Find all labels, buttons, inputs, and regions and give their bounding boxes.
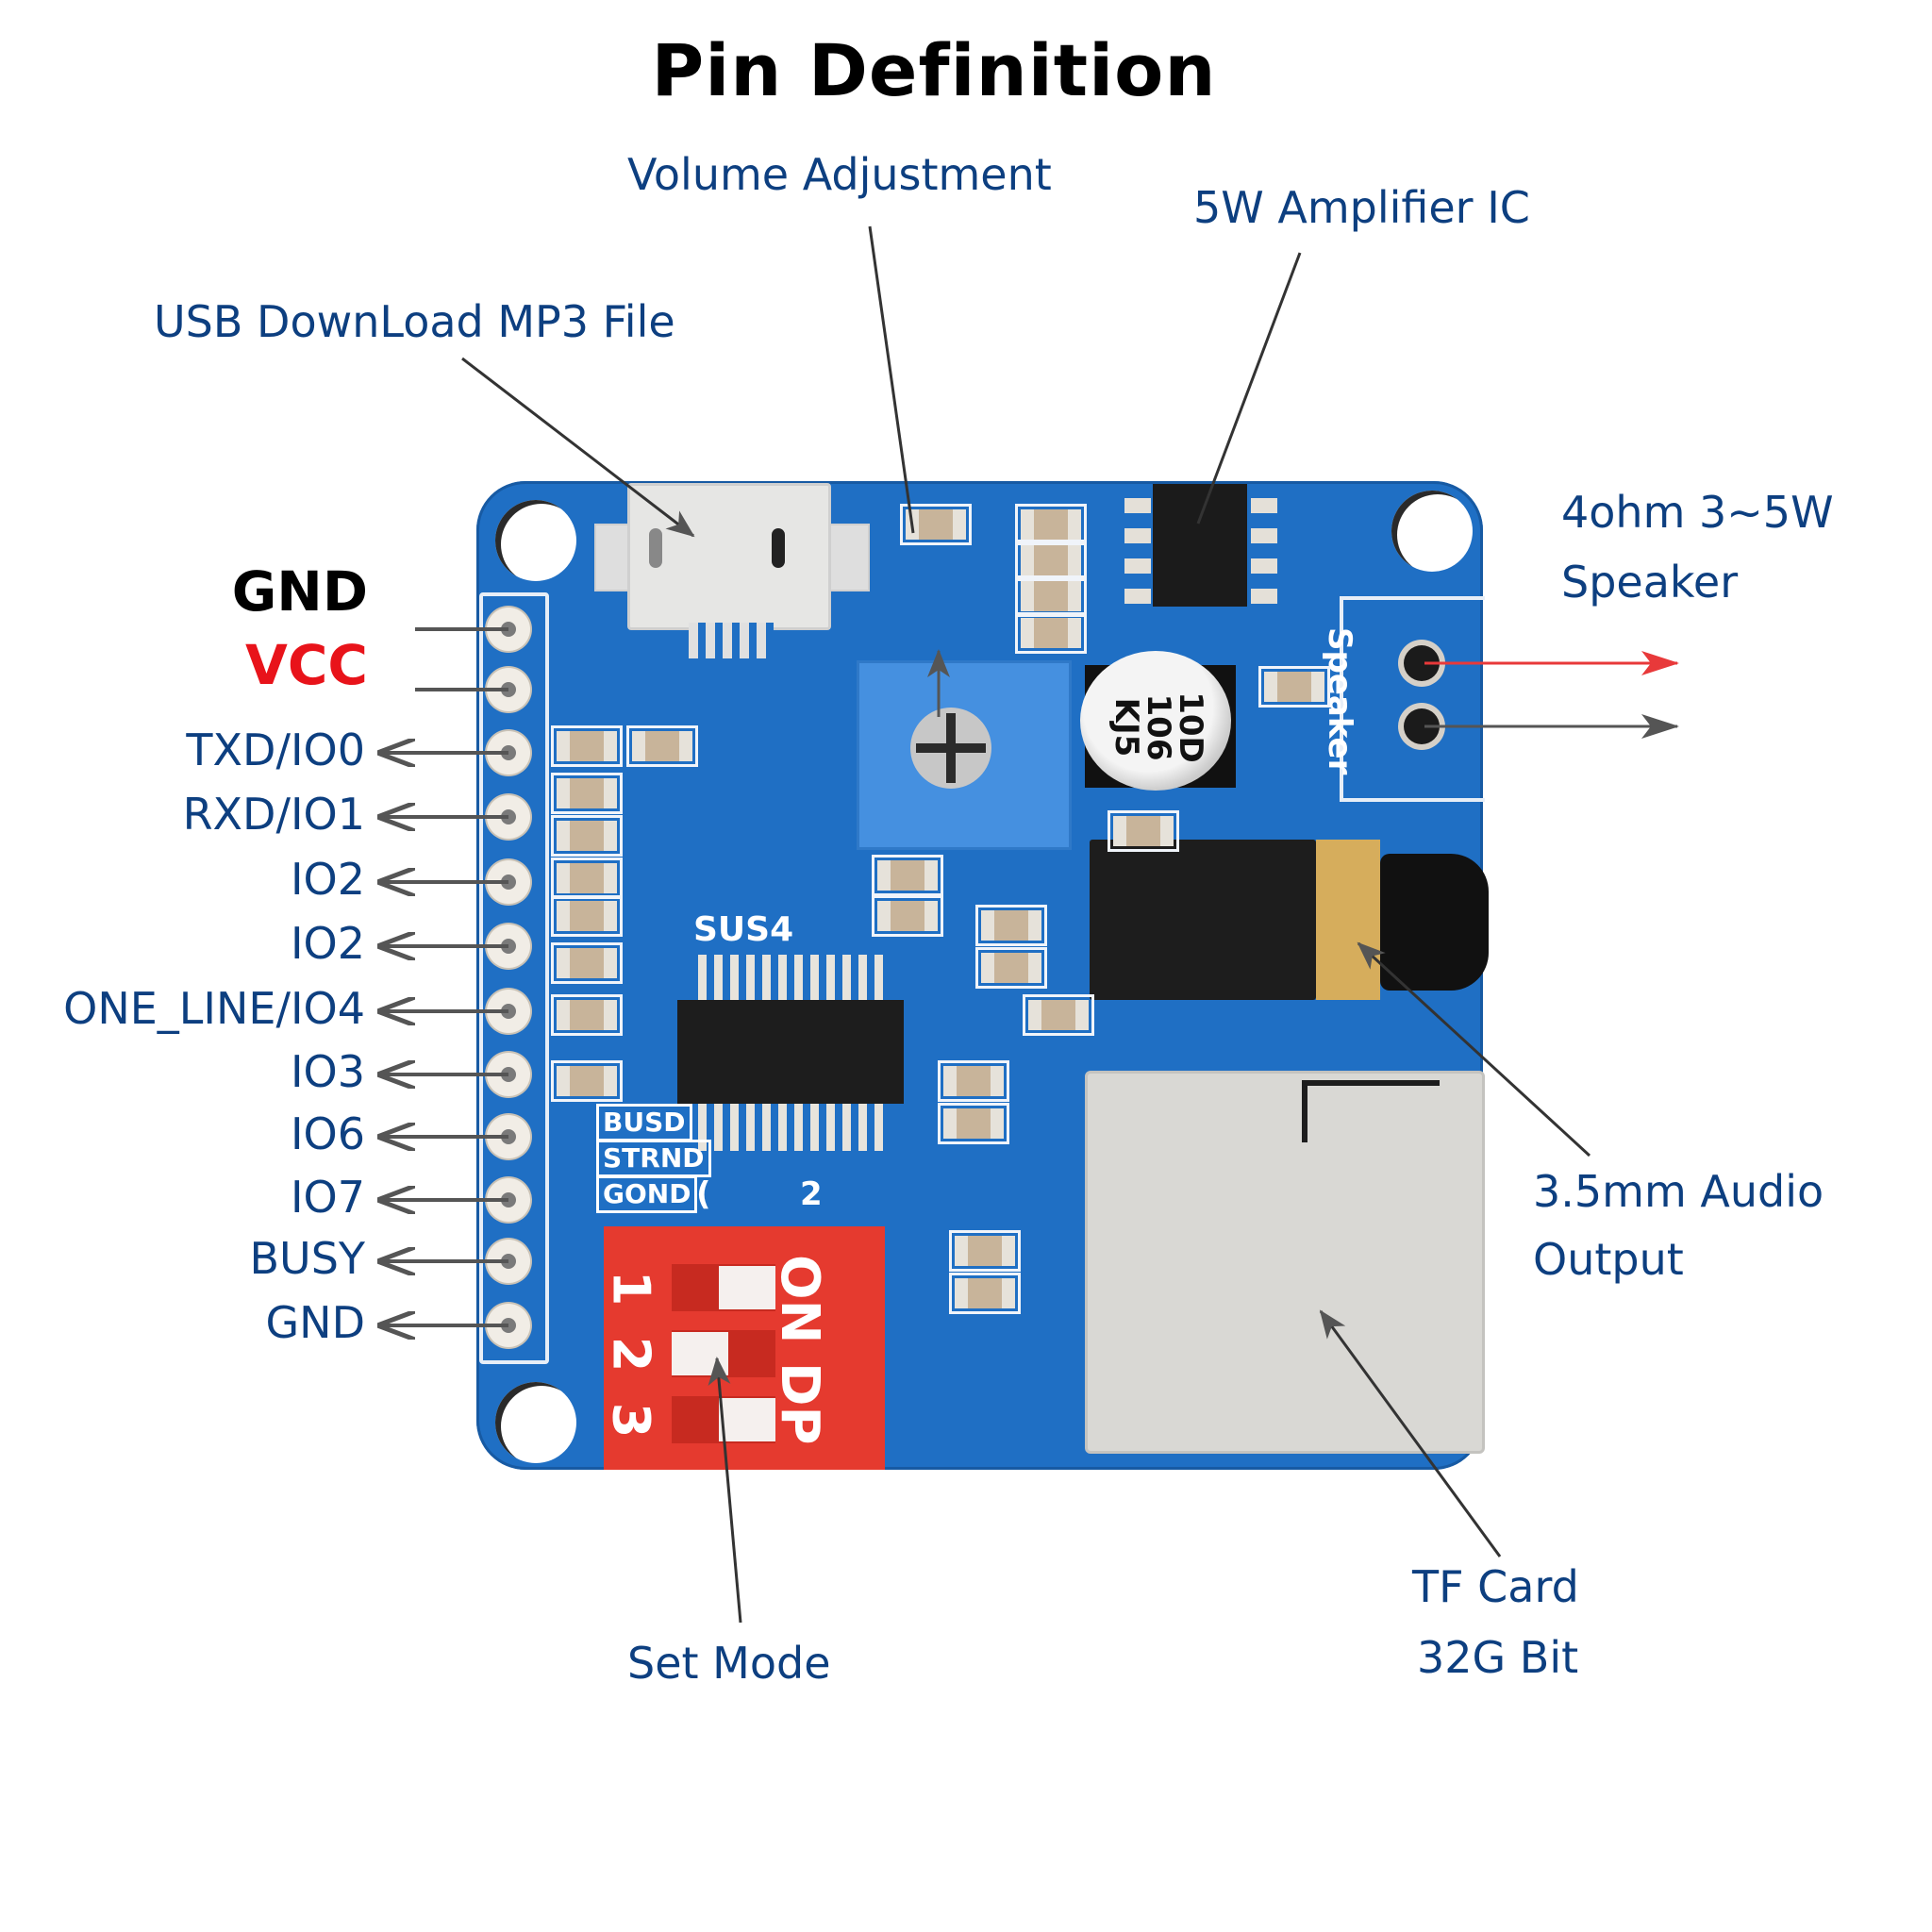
pin-label-io3: IO3 [290,1046,365,1097]
pin-leader-lines [379,627,508,1325]
pin-label-vcc: VCC [244,633,368,697]
usb-pins [689,623,774,658]
switch-header-1: ( [696,1175,711,1213]
amplifier-pin [1251,498,1277,513]
smd-component [1108,810,1179,852]
tf-card-notch [1302,1080,1440,1142]
pin-label-io7: IO7 [290,1172,365,1223]
smd-component [551,815,623,857]
pin-label-gnd: GND [231,559,368,624]
chip-silkscreen: SUS4 [693,910,794,949]
main-chip [677,1000,904,1104]
amplifier-pin [1251,589,1277,604]
audio-jack-body [1090,840,1316,1000]
smd-component [949,1230,1021,1272]
dip-switch-knob[interactable] [719,1266,775,1309]
speaker-terminal-outline [1340,596,1485,802]
audio-leader [1357,941,1591,1158]
mounting-hole-top-right [1391,491,1473,572]
smd-component [551,773,623,814]
smd-component [975,947,1047,989]
volume-leader [868,225,915,534]
smd-component [1015,612,1087,654]
pin-header-outline [479,592,549,1364]
electrolytic-capacitor [1080,651,1231,791]
amplifier-pin [1124,528,1151,543]
pin-label-rxd-io1: RXD/IO1 [182,789,365,840]
pin-label-gnd: GND [265,1297,365,1348]
callout-audio-output-1: 3.5mm Audio [1533,1166,1824,1217]
smd-component [1258,666,1330,708]
potentiometer-knob [910,708,991,789]
pin-label-busy: BUSY [249,1233,365,1284]
callout-speaker: Speaker [1561,557,1739,608]
smd-component [872,895,943,937]
usb-leader [461,357,695,538]
usb-slot-left [649,528,662,568]
smd-component [626,725,698,767]
smd-component [872,855,943,896]
mounting-hole-top-left [495,500,576,581]
micro-usb-port [627,483,831,630]
smd-component [1015,504,1087,545]
callout-set-mode: Set Mode [627,1638,831,1689]
smd-component [938,1060,1009,1102]
smd-component [949,1273,1021,1314]
smd-component [975,905,1047,946]
smd-component [551,725,623,767]
smd-component [938,1103,1009,1144]
callout-usb-download: USB DownLoad MP3 File [154,296,675,347]
callout-tf-card-1: TF Card [1412,1561,1579,1612]
smd-component [551,1060,623,1102]
amplifier-ic [1153,484,1247,607]
amplifier-pin [1124,589,1151,604]
tf-card-slot [1085,1071,1485,1454]
amplifier-pin [1251,528,1277,543]
pin-label-io2: IO2 [290,854,365,905]
callout-tf-card-2: 32G Bit [1417,1632,1579,1683]
main-chip-pins-top [698,955,887,1002]
smd-component [551,858,623,899]
pin-label-io6: IO6 [290,1108,365,1159]
switch-header-2: 2 [800,1175,823,1213]
page-title: Pin Definition [651,28,1217,112]
dip-switch-knob[interactable] [719,1398,775,1441]
mounting-hole-bottom-left [495,1382,576,1463]
smd-component [551,895,623,937]
pin-label-io2: IO2 [290,918,365,969]
usb-slot-right [772,528,785,568]
main-chip-pins-bottom [698,1104,887,1151]
callout-amplifier-ic: 5W Amplifier IC [1193,182,1530,233]
smd-component [1015,540,1087,581]
amplifier-leader [1196,252,1302,525]
callout-speaker-spec: 4ohm 3~5W [1561,487,1834,538]
tf-leader [1319,1309,1502,1557]
smd-component [1015,575,1087,617]
smd-component [900,504,972,545]
amplifier-pin [1124,498,1151,513]
mode-label-3: GOND [596,1175,698,1213]
pin-label-txd-io0: TXD/IO0 [186,724,365,775]
audio-jack-shield [1316,840,1380,1000]
smd-component [1023,994,1094,1036]
audio-jack-socket [1380,854,1489,991]
pin-label-one-line-io4: ONE_LINE/IO4 [63,983,365,1034]
amplifier-pin [1251,558,1277,574]
callout-volume-adjustment: Volume Adjustment [627,149,1052,200]
set-mode-leader [708,1357,742,1624]
amplifier-pin [1124,558,1151,574]
smd-component [551,942,623,984]
callout-audio-output-2: Output [1533,1234,1684,1285]
smd-component [551,994,623,1036]
